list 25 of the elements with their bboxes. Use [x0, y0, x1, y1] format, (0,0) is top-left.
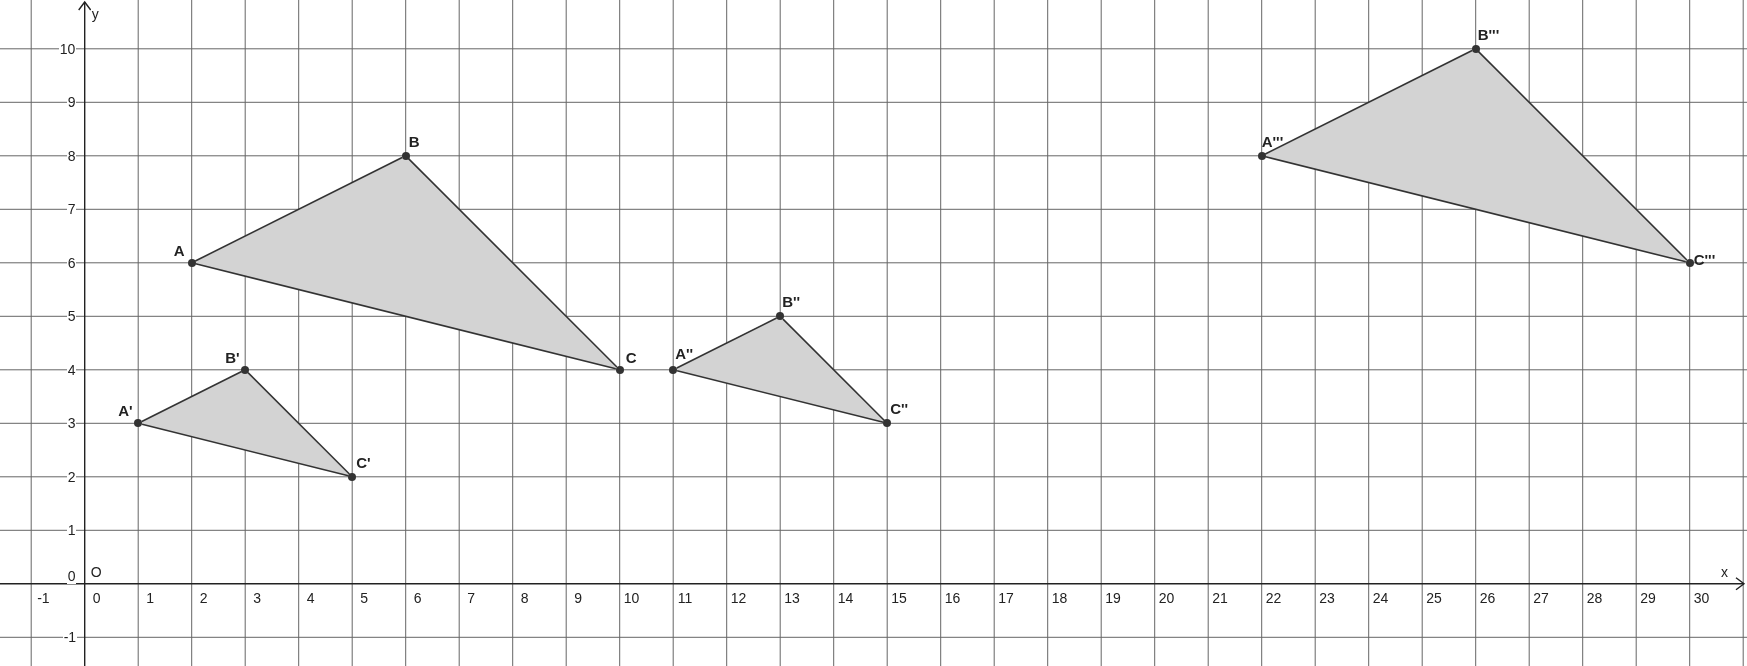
- triangle-side: [247, 371, 351, 475]
- axis-label: y: [90, 6, 100, 22]
- point-label: B: [408, 133, 420, 150]
- point-label: B': [225, 349, 240, 366]
- triangle-side: [1477, 50, 1688, 261]
- triangle-side: [194, 262, 617, 370]
- point-label: C: [625, 349, 637, 366]
- triangle-side: [194, 156, 403, 262]
- point-label: B''': [1477, 26, 1500, 43]
- point-label: A''': [1261, 133, 1284, 150]
- point-label: A: [173, 242, 185, 259]
- triangle-side: [407, 157, 618, 368]
- triangle-side: [141, 370, 243, 423]
- triangle-side: [1264, 155, 1687, 263]
- point-label: C': [356, 454, 371, 471]
- point-label: A': [118, 403, 133, 420]
- triangle-side: [1264, 49, 1473, 155]
- triangle-side: [676, 317, 778, 369]
- point-label: A'': [675, 345, 694, 362]
- triangle-side: [141, 423, 350, 477]
- point-label: B'': [782, 294, 801, 311]
- triangle-side: [782, 318, 886, 422]
- triangle-side: [676, 369, 885, 424]
- point-label: C''': [1693, 251, 1716, 268]
- point-label: C'': [890, 401, 909, 418]
